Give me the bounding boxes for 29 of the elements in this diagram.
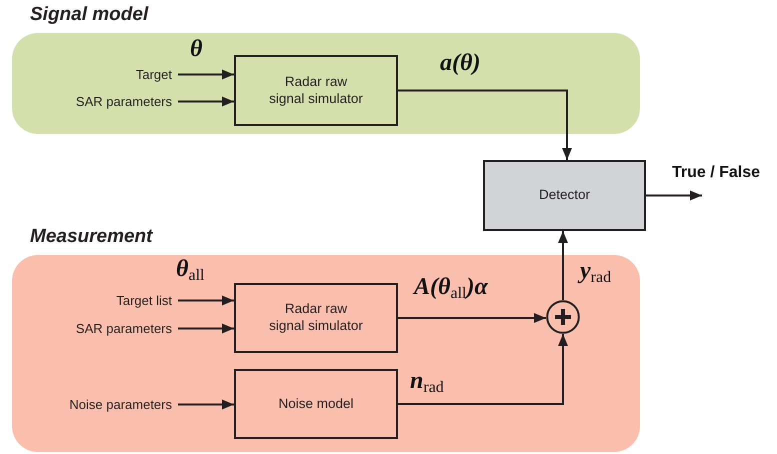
process-box: Detector [483,160,646,231]
edge-label: θ$_{all}$ [176,256,204,285]
arrow [398,313,546,323]
edge-label: A(θ$_{all}$)α [414,274,488,303]
arrow [178,324,234,334]
process-box: Noise model [234,369,398,439]
arrow [178,400,234,410]
input-label: SAR parameters [76,321,172,336]
arrow [178,96,234,106]
input-label: Target list [116,293,172,308]
edge-label: y$_{rad}$ [580,258,612,287]
arrow [398,90,572,160]
input-label: SAR parameters [76,94,172,109]
edge-label: n$_{rad}$ [410,368,444,397]
arrow [646,190,702,200]
input-label: Noise parameters [69,397,172,412]
process-box: Radar raw signal simulator [234,55,398,126]
edge-label: True / False [672,164,760,182]
input-label: Target [136,67,172,82]
arrow [178,70,234,80]
process-box: Radar raw signal simulator [234,283,398,353]
arrow [558,231,568,300]
edge-label: θ [190,36,202,63]
arrow [178,296,234,306]
section-heading: Measurement [30,226,152,248]
arrow [398,334,568,405]
edge-label: a(θ) [440,50,480,77]
summing-junction [546,300,580,334]
section-heading: Signal model [30,4,148,26]
